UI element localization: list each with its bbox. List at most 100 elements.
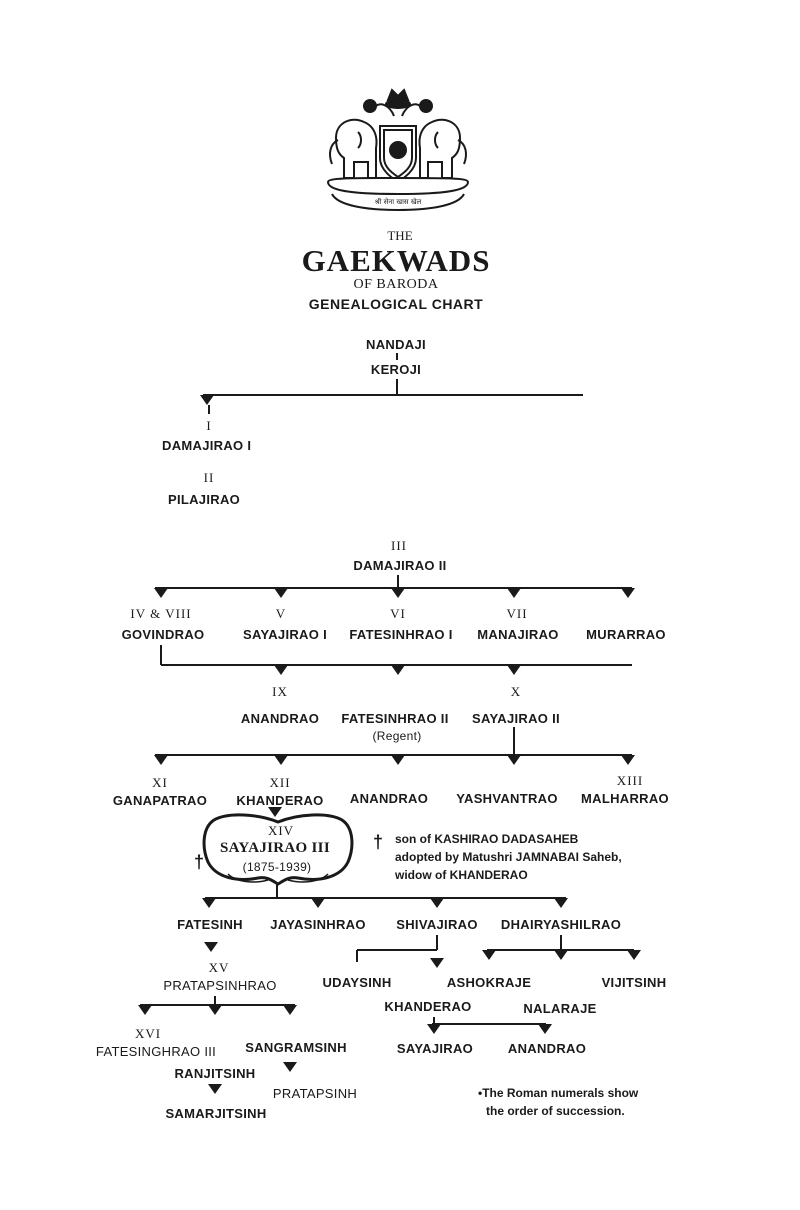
arrow-damajirao-i — [200, 395, 214, 405]
person-yashvantrao: YASHVANTRAO — [456, 791, 558, 806]
arrow-fatesinhrao-ii — [391, 665, 405, 675]
arrow-heads — [138, 395, 641, 1094]
person-vijitsinh: VIJITSINH — [601, 975, 667, 990]
arrow-yashvantrao — [507, 755, 521, 765]
arrow-fatesinh — [202, 898, 216, 908]
arrow-shivajirao — [430, 898, 444, 908]
person-fatesinghrao-iii: FATESINGHRAO III — [95, 1044, 217, 1059]
person-nalaraje: NALARAJE — [523, 1001, 597, 1016]
person-anandrao-3: ANANDRAO — [507, 1041, 587, 1056]
arrow-anandrao-2 — [391, 755, 405, 765]
arrow-govindrao — [154, 588, 168, 598]
person-keroji: KEROJI — [370, 362, 422, 377]
person-ranjitsinh: RANJITSINH — [174, 1066, 256, 1081]
dagger-mark-left: † — [194, 852, 205, 872]
person-samarjitsinh: SAMARJITSINH — [165, 1106, 267, 1121]
numeral-xiii: XIII — [616, 773, 644, 788]
person-nandaji: NANDAJI — [366, 337, 426, 352]
person-ganapatrao: GANAPATRAO — [112, 793, 208, 808]
numeral-ix: IX — [272, 684, 288, 699]
chart-title: GAEKWADS — [301, 243, 491, 278]
adoption-note-line-2: adopted by Matushri JAMNABAI Saheb, — [395, 850, 622, 864]
numeral-xvi: XVI — [134, 1026, 162, 1041]
regent-note: (Regent) — [372, 729, 422, 743]
arrow-fatesinghrao-iii — [138, 1005, 152, 1015]
person-malharrao: MALHARRAO — [581, 791, 669, 806]
numeral-vii: VII — [506, 606, 528, 621]
adoption-note: son of KASHIRAO DADASAHEB adopted by Mat… — [395, 830, 622, 884]
person-fatesinhrao-ii: FATESINHRAO II — [341, 711, 449, 726]
sayajirao-iii-cartouche — [202, 813, 354, 886]
person-sayajirao: SAYAJIRAO — [396, 1041, 474, 1056]
numeral-i: I — [206, 418, 212, 433]
numeral-v: V — [275, 606, 287, 621]
numeral-vi: VI — [390, 606, 406, 621]
arrow-nalaraje — [554, 950, 568, 960]
numeral-xv: XV — [208, 960, 230, 975]
person-anandrao: ANANDRAO — [240, 711, 320, 726]
person-damajirao-i: DAMAJIRAO I — [162, 438, 252, 453]
person-sangramsinh: SANGRAMSINH — [245, 1040, 347, 1055]
person-udaysinh: UDAYSINH — [322, 975, 392, 990]
arrow-khanderao-2 — [430, 958, 444, 968]
dagger-mark-note: † — [373, 832, 384, 852]
person-khanderao-2: KHANDERAO — [384, 999, 472, 1014]
coat-of-arms-emblem: श्री सेना खास खेल — [326, 88, 470, 212]
arrow-samarjitsinh — [208, 1084, 222, 1094]
numeral-xi: XI — [152, 775, 168, 790]
arrow-malharrao — [621, 755, 635, 765]
arrow-ganapatrao — [154, 755, 168, 765]
person-fatesinhrao-i: FATESINHRAO I — [349, 627, 453, 642]
numeral-xii: XII — [269, 775, 291, 790]
arrow-vijitsinh — [627, 950, 641, 960]
header-the: THE — [387, 228, 413, 243]
header-of-baroda: OF BARODA — [353, 277, 439, 292]
person-pratapsinhrao: PRATAPSINHRAO — [163, 978, 277, 993]
numeral-iii: III — [391, 538, 407, 553]
numeral-iv-viii: IV & VIII — [130, 606, 192, 621]
numeral-xiv: XIV — [267, 823, 295, 838]
legend-note-line-1: •The Roman numerals show — [478, 1086, 639, 1100]
numeral-ii: II — [203, 470, 215, 485]
arrow-anandrao-3 — [538, 1024, 552, 1034]
arrow-ashokraje — [482, 950, 496, 960]
adoption-note-line-3: widow of KHANDERAO — [395, 868, 528, 882]
arrow-dhairyashilrao — [554, 898, 568, 908]
person-khanderao: KHANDERAO — [236, 793, 324, 808]
emblem-motto: श्री सेना खास खेल — [375, 197, 422, 206]
arrow-anandrao — [274, 665, 288, 675]
person-pilajirao: PILAJIRAO — [168, 492, 241, 507]
person-fatesinh: FATESINH — [177, 917, 243, 932]
arrow-pratapsinhrao — [204, 942, 218, 952]
person-shivajirao: SHIVAJIRAO — [396, 917, 478, 932]
arrow-jayasinhrao — [311, 898, 325, 908]
arrow-sayajirao-ii — [507, 665, 521, 675]
arrow-ranjitsinh — [208, 1005, 222, 1015]
person-dhairyashilrao: DHAIRYASHILRAO — [500, 917, 622, 932]
sayajirao-iii-years: (1875-1939) — [242, 860, 312, 874]
arrow-murarrao — [621, 588, 635, 598]
chart-subtitle: GENEALOGICAL CHART — [308, 296, 484, 312]
arrow-khanderao — [274, 755, 288, 765]
arrow-sayajirao-iii — [268, 807, 282, 817]
person-govindrao: GOVINDRAO — [121, 627, 205, 642]
numeral-x: X — [510, 684, 522, 699]
person-sayajirao-i: SAYAJIRAO I — [243, 627, 327, 642]
person-ashokraje: ASHOKRAJE — [446, 975, 532, 990]
person-damajirao-ii: DAMAJIRAO II — [353, 558, 447, 573]
arrow-manajirao — [507, 588, 521, 598]
arrow-fatesinhrao-i — [391, 588, 405, 598]
legend-note-line-2: the order of succession. — [486, 1104, 625, 1118]
person-murarrao: MURARRAO — [586, 627, 666, 642]
arrow-pratapsinh — [283, 1062, 297, 1072]
adoption-note-line-1: son of KASHIRAO DADASAHEB — [395, 832, 579, 846]
person-sayajirao-iii: SAYAJIRAO III — [220, 840, 330, 856]
person-anandrao-2: ANANDRAO — [349, 791, 429, 806]
person-manajirao: MANAJIRAO — [477, 627, 559, 642]
arrow-sangramsinh — [283, 1005, 297, 1015]
arrow-sayajirao-i — [274, 588, 288, 598]
legend-note: •The Roman numerals show the order of su… — [478, 1084, 638, 1120]
person-jayasinhrao: JAYASINHRAO — [270, 917, 366, 932]
person-sayajirao-ii: SAYAJIRAO II — [472, 711, 560, 726]
